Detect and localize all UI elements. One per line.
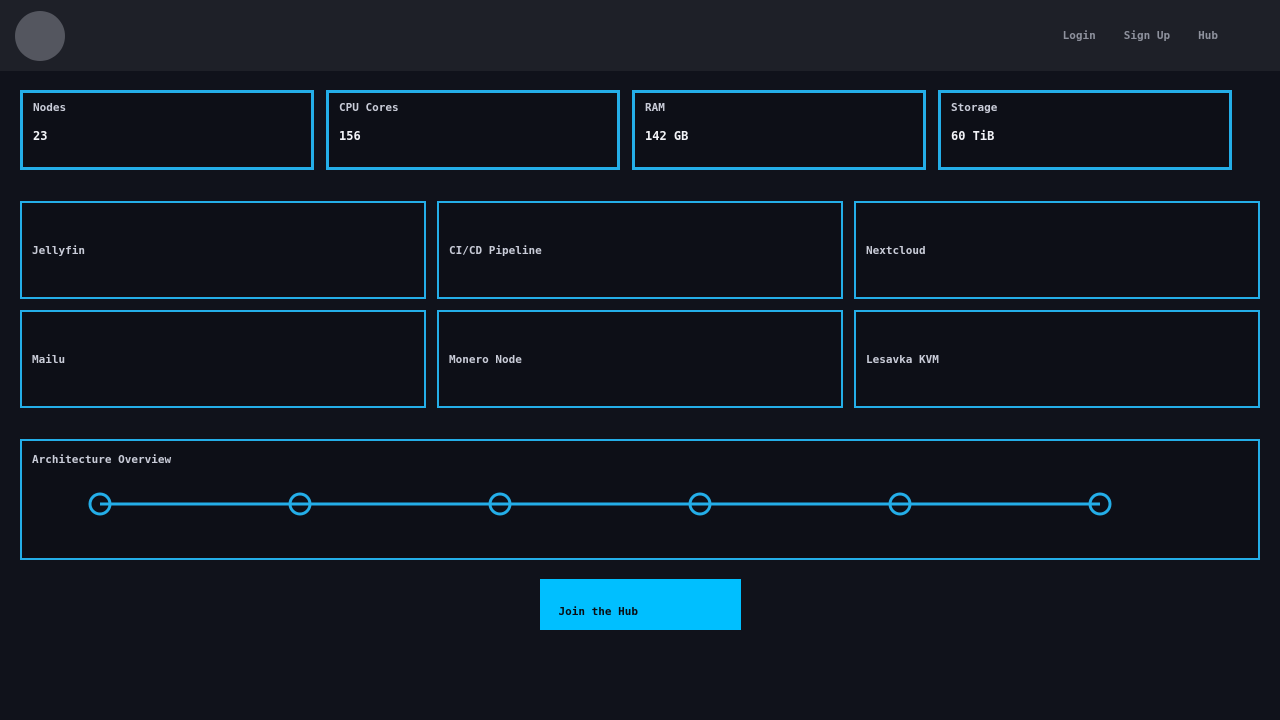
- stat-card-storage: Storage 60 TiB: [938, 90, 1232, 170]
- service-title: Nextcloud: [866, 243, 926, 257]
- architecture-diagram: [88, 492, 1112, 516]
- stat-value: 60 TiB: [951, 129, 995, 143]
- nav-link-login[interactable]: Login: [1062, 29, 1096, 42]
- service-title: Mailu: [32, 352, 66, 366]
- stat-value: 23: [33, 129, 48, 143]
- service-card-mailu[interactable]: Mailu: [20, 310, 426, 408]
- stat-label: CPU Cores: [339, 101, 399, 114]
- avatar[interactable]: [15, 10, 65, 61]
- stat-card-ram: RAM 142 GB: [632, 90, 926, 170]
- stats-row: Nodes 23 CPU Cores 156 RAM 142 GB Storag…: [20, 90, 1260, 170]
- service-title: CI/CD Pipeline: [449, 243, 542, 257]
- nav-link-hub[interactable]: Hub: [1198, 29, 1218, 42]
- services-grid: Jellyfin CI/CD Pipeline Nextcloud Mailu …: [20, 201, 1260, 408]
- stat-card-nodes: Nodes 23: [20, 90, 314, 170]
- stat-label: RAM: [645, 101, 665, 114]
- service-title: Lesavka KVM: [866, 352, 939, 366]
- service-title: Jellyfin: [32, 243, 85, 257]
- join-hub-button[interactable]: Join the Hub: [539, 579, 741, 630]
- architecture-title: Architecture Overview: [32, 453, 172, 466]
- stat-card-cpu-cores: CPU Cores 156: [326, 90, 620, 170]
- service-card-cicd-pipeline[interactable]: CI/CD Pipeline: [437, 201, 843, 299]
- stat-value: 142 GB: [645, 129, 689, 143]
- stat-value: 156: [339, 129, 361, 143]
- architecture-section: Architecture Overview: [20, 439, 1260, 560]
- stat-label: Nodes: [33, 101, 67, 114]
- nav-links: Login Sign Up Hub: [1063, 29, 1218, 42]
- service-title: Monero Node: [449, 352, 522, 366]
- service-card-jellyfin[interactable]: Jellyfin: [20, 201, 426, 299]
- service-card-monero-node[interactable]: Monero Node: [437, 310, 843, 408]
- stat-label: Storage: [951, 101, 998, 114]
- navbar: Login Sign Up Hub: [0, 0, 1280, 71]
- nav-link-signup[interactable]: Sign Up: [1123, 29, 1171, 42]
- service-card-nextcloud[interactable]: Nextcloud: [854, 201, 1260, 299]
- service-card-lesavka-kvm[interactable]: Lesavka KVM: [854, 310, 1260, 408]
